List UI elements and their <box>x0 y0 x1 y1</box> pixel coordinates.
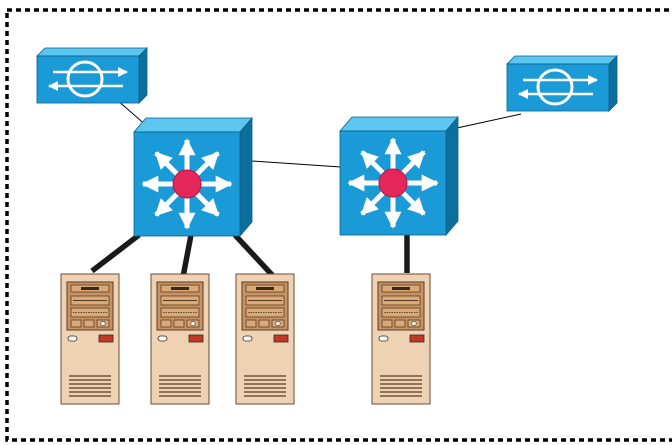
link-switch-left-pc-1 <box>90 232 141 274</box>
access-links <box>90 229 410 279</box>
pc-tower-icon[interactable] <box>235 273 295 405</box>
pc-tower-icon[interactable] <box>371 273 431 405</box>
multilayer-switch-icon[interactable] <box>134 118 252 236</box>
link-switch-right-transport-right <box>456 113 522 129</box>
link-switch-left-pc-2 <box>180 234 194 278</box>
pc-tower-icon[interactable] <box>150 273 210 405</box>
multilayer-switch-icon[interactable] <box>340 117 458 235</box>
optical-ring-icon[interactable] <box>507 56 617 111</box>
diagram-frame <box>5 8 672 442</box>
link-switch-left-pc-3 <box>232 233 277 279</box>
pc-tower-icon[interactable] <box>60 273 120 405</box>
link-switch-left-switch-right <box>251 160 342 168</box>
optical-ring-icon[interactable] <box>37 48 147 103</box>
